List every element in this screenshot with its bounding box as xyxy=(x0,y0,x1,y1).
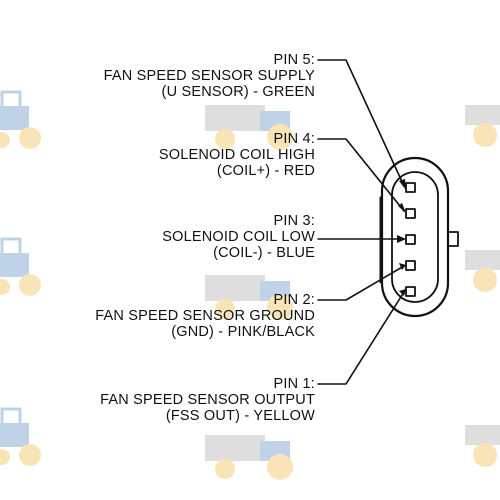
tractor-watermark-icon xyxy=(205,435,293,480)
pin2-title: PIN 2: xyxy=(273,292,315,308)
pin4-leader xyxy=(317,138,405,212)
pin2-leader xyxy=(317,265,405,301)
pin3-wire: (COIL-) - BLUE xyxy=(213,245,315,261)
pin2-terminal xyxy=(405,260,416,271)
pin1-wire: (FSS OUT) - YELLOW xyxy=(165,408,315,424)
tractor-watermark-icon xyxy=(465,105,500,147)
pin1-label: PIN 1: FAN SPEED SENSOR OUTPUT (FSS OUT)… xyxy=(100,376,315,424)
leader-arrowheads xyxy=(397,179,406,296)
pin1-leader xyxy=(317,291,405,385)
pin1-function: FAN SPEED SENSOR OUTPUT xyxy=(100,392,315,408)
pin5-terminal xyxy=(405,182,416,193)
tractor-watermark-icon xyxy=(0,407,41,466)
pin5-title: PIN 5: xyxy=(273,52,315,68)
pin4-title: PIN 4: xyxy=(273,131,315,147)
pin-terminals xyxy=(405,182,416,297)
tractor-watermark-icon xyxy=(0,237,41,296)
tractor-watermark-icon xyxy=(205,275,293,320)
tractor-watermark-icon xyxy=(0,90,41,149)
pin2-label: PIN 2: FAN SPEED SENSOR GROUND (GND) - P… xyxy=(95,292,315,340)
pin4-label: PIN 4: SOLENOID COIL HIGH (COIL+) - RED xyxy=(159,131,315,179)
pin4-terminal xyxy=(405,208,416,219)
pin2-function: FAN SPEED SENSOR GROUND xyxy=(95,308,315,324)
pin1-terminal xyxy=(405,286,416,297)
pin3-title: PIN 3: xyxy=(273,213,315,229)
pin5-label: PIN 5: FAN SPEED SENSOR SUPPLY (U SENSOR… xyxy=(104,52,315,100)
tractor-watermark-icon xyxy=(465,250,500,292)
tractor-watermark-icon xyxy=(465,425,500,467)
pin5-wire: (U SENSOR) - GREEN xyxy=(161,84,315,100)
pin5-leader xyxy=(317,59,405,187)
pin1-title: PIN 1: xyxy=(273,376,315,392)
pin3-terminal xyxy=(405,234,416,245)
pin4-function: SOLENOID COIL HIGH xyxy=(158,147,315,163)
pin3-function: SOLENOID COIL LOW xyxy=(162,229,315,245)
pin4-wire: (COIL+) - RED xyxy=(216,163,315,179)
connector-housing xyxy=(379,156,459,318)
tractor-watermark-icon xyxy=(205,105,293,150)
leader-lines xyxy=(317,59,405,385)
pin3-label: PIN 3: SOLENOID COIL LOW (COIL-) - BLUE xyxy=(162,213,315,261)
pin5-function: FAN SPEED SENSOR SUPPLY xyxy=(103,68,315,84)
pin2-wire: (GND) - PINK/BLACK xyxy=(171,324,315,340)
